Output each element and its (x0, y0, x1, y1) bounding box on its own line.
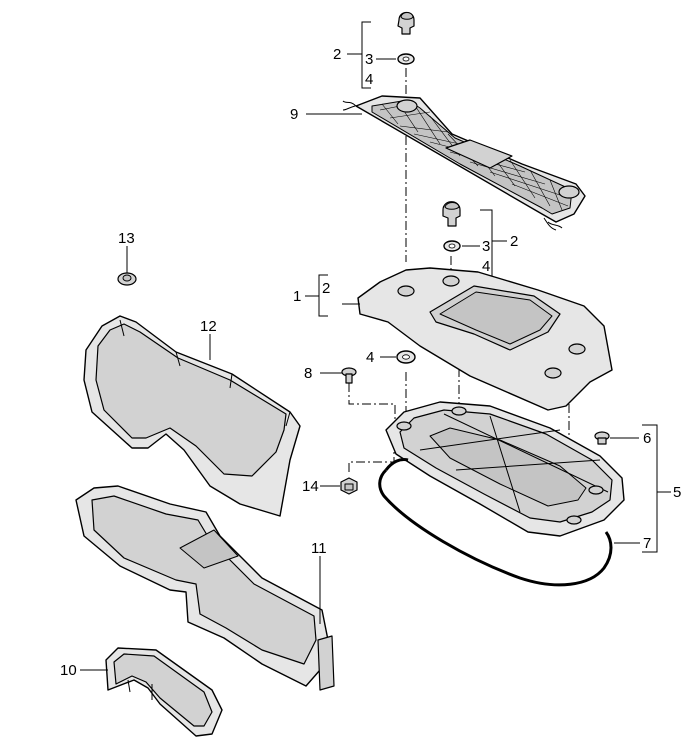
callout-6: 6 (643, 430, 651, 447)
bracket-1-2 (305, 274, 360, 317)
trunk-lid-inner-panel-part-5 (385, 401, 625, 537)
callout-14: 14 (302, 478, 319, 495)
callout-5: 5 (673, 484, 681, 501)
washer-part-4 (396, 350, 416, 364)
callout-8: 8 (304, 365, 312, 382)
clip-part-8 (341, 367, 357, 384)
rear-trim-panel-part-12 (83, 315, 301, 517)
cargo-net-part-9 (342, 95, 586, 231)
callout-3-top: 3 (365, 51, 373, 68)
callout-4-top: 4 (365, 71, 373, 88)
callout-4-washer: 4 (366, 349, 374, 366)
callout-12: 12 (200, 318, 217, 335)
callout-4-middle: 4 (482, 258, 490, 275)
nut-part-14 (340, 477, 358, 495)
callout-13: 13 (118, 230, 135, 247)
trunk-lid-lining-part-1 (357, 267, 613, 411)
callout-3-middle: 3 (482, 238, 490, 255)
seal-part-7 (378, 468, 613, 587)
clip-part-13 (117, 272, 137, 286)
bulkhead-trim-part-11 (75, 485, 335, 691)
grommet-cap-top (400, 12, 414, 20)
callout-9: 9 (290, 106, 298, 123)
callout-2-middle: 2 (510, 233, 518, 250)
callout-2-left: 2 (322, 280, 330, 297)
callout-7: 7 (643, 535, 651, 552)
bracket-5 (614, 424, 671, 553)
callout-2-top: 2 (333, 46, 341, 63)
grommet-part-6 (594, 431, 610, 445)
grommet-stack-top (397, 11, 415, 65)
callout-10: 10 (60, 662, 77, 679)
bracket-top (347, 21, 396, 89)
air-duct-part-10 (105, 647, 223, 737)
callout-11: 11 (311, 540, 327, 557)
grommet-stack-middle (442, 201, 461, 252)
callout-1: 1 (293, 288, 301, 305)
